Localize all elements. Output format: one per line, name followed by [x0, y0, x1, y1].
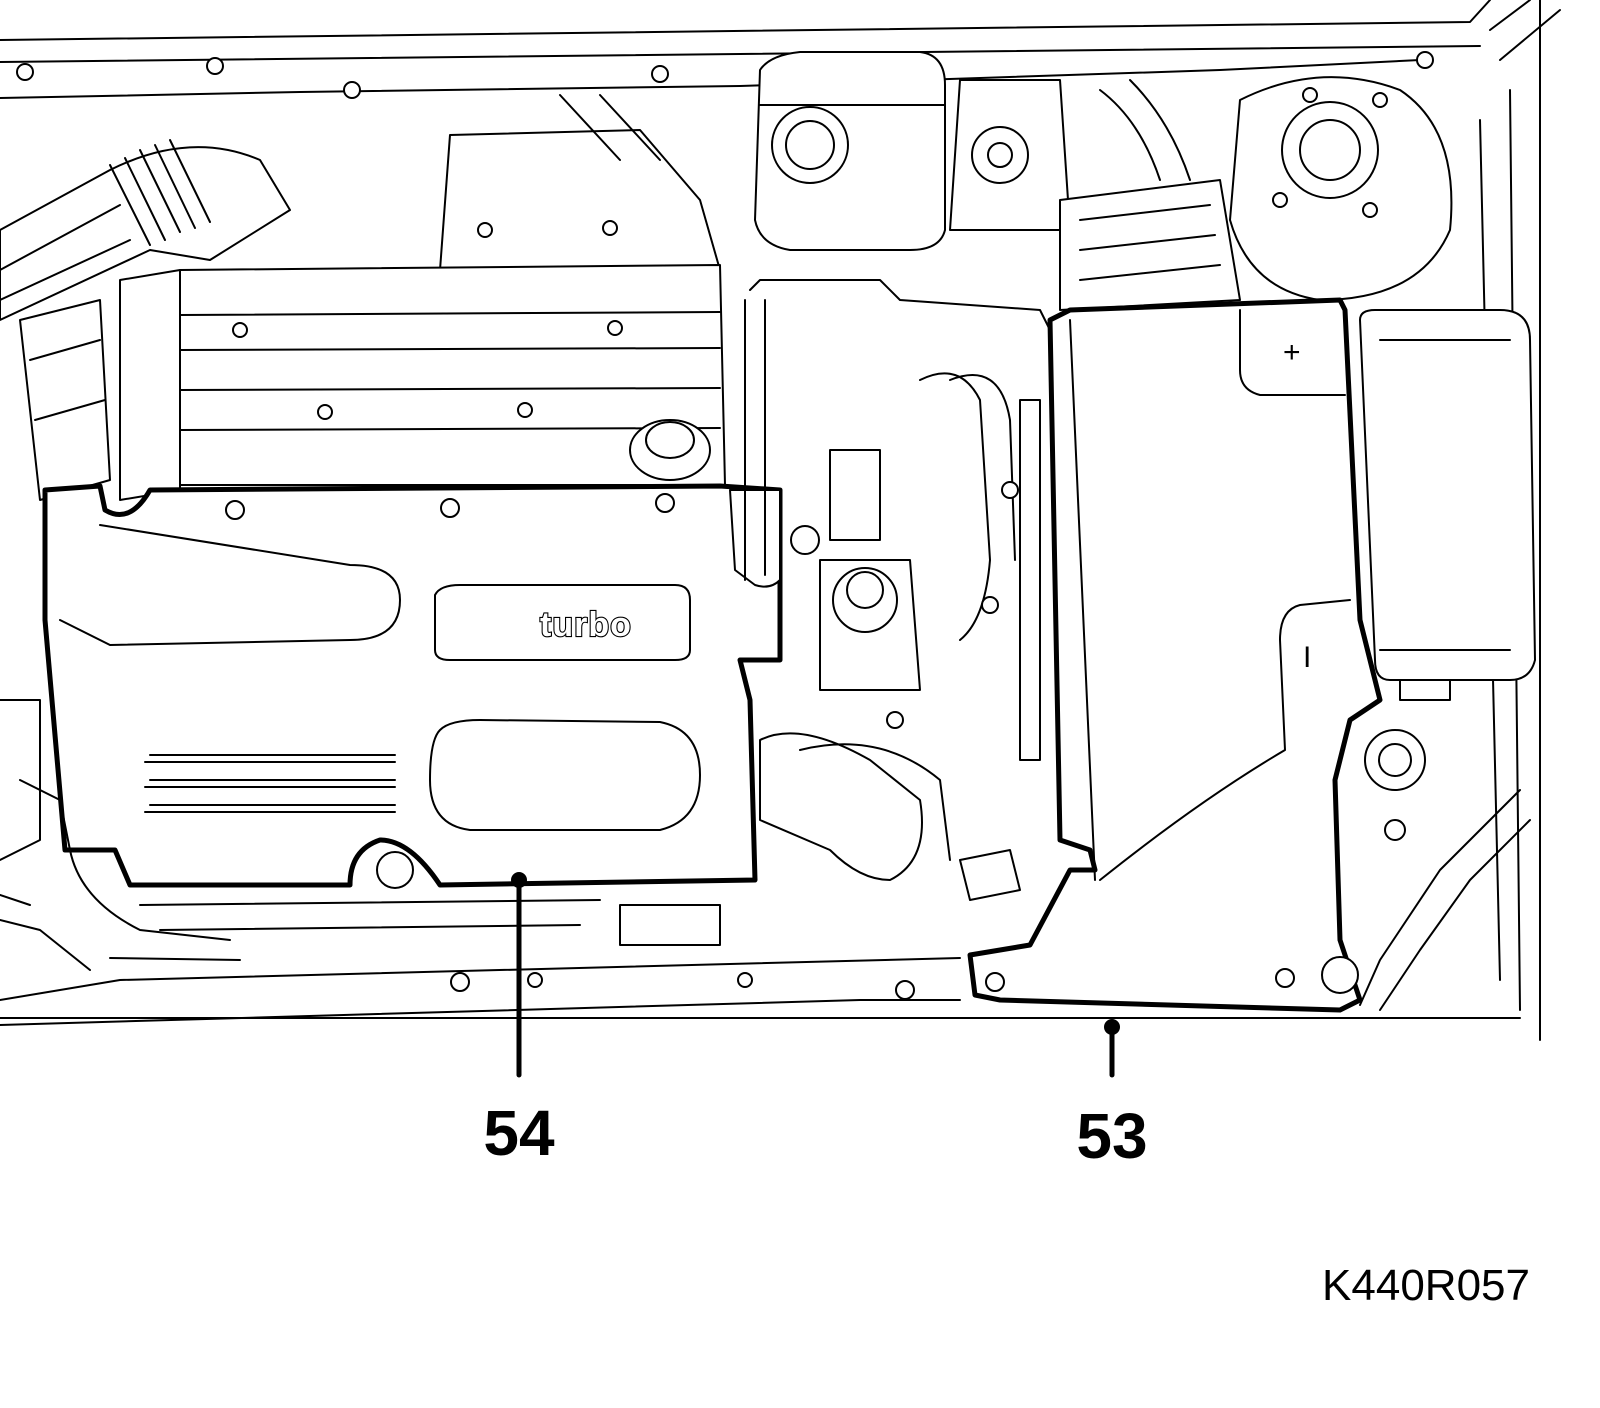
cam-cover	[119, 264, 726, 501]
strut-tower	[1229, 76, 1453, 301]
callout-label-54: 54	[483, 1097, 555, 1169]
abs-unit	[1059, 79, 1241, 311]
central-components	[744, 279, 1051, 901]
figure-reference-code: K440R057	[1322, 1261, 1530, 1310]
battery-minus-symbol: I	[1303, 641, 1311, 674]
intake-hose	[0, 139, 291, 501]
leader-dot-54	[511, 872, 527, 888]
engine-cover: turbo	[42, 483, 783, 889]
front-cross-member	[0, 699, 1531, 1026]
turbo-logo: turbo	[540, 606, 632, 644]
battery-plus-symbol: +	[1283, 336, 1301, 369]
battery-cover: + I	[967, 297, 1383, 1013]
coolant-reservoir	[754, 51, 946, 251]
top-center-components	[439, 79, 1071, 271]
callout-leaders	[511, 872, 1120, 1078]
leader-dot-53	[1104, 1019, 1120, 1035]
fuse-box	[1359, 309, 1536, 841]
callout-label-53: 53	[1076, 1100, 1147, 1172]
